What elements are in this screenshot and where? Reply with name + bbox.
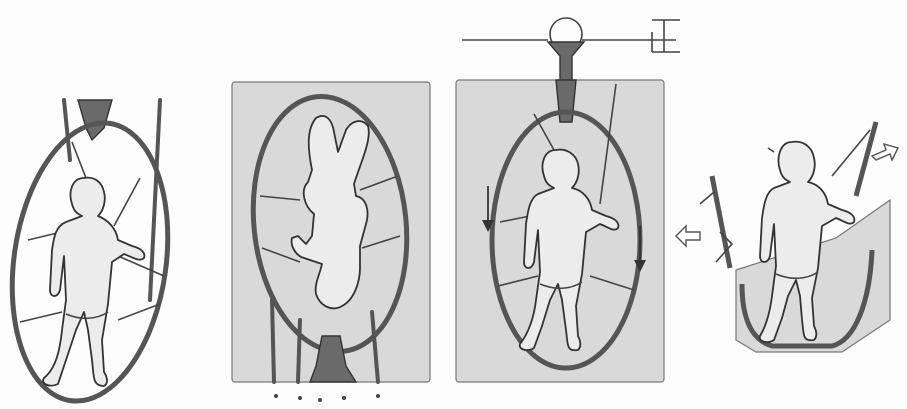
drip-mark bbox=[318, 398, 322, 402]
outward-arrow-icon bbox=[676, 226, 700, 246]
sprue-channel bbox=[556, 80, 576, 122]
frame-strut bbox=[72, 142, 86, 178]
panel-1-cage-with-funnel bbox=[0, 100, 185, 409]
child-figure bbox=[43, 178, 144, 386]
frame-fragment-left bbox=[712, 176, 730, 268]
drip-mark bbox=[342, 396, 346, 400]
drip-mark bbox=[298, 396, 302, 400]
funnel-icon bbox=[78, 100, 112, 140]
rod-down-left bbox=[272, 300, 274, 382]
spindle-fork bbox=[652, 20, 680, 52]
frame-strut bbox=[114, 178, 140, 226]
rod-down-mid bbox=[298, 320, 300, 382]
drip-mark bbox=[274, 394, 278, 398]
panel-4-breaking-open bbox=[676, 122, 898, 352]
fragment-mark bbox=[768, 148, 774, 152]
frame-strut bbox=[20, 312, 62, 322]
frame-fragment-right bbox=[856, 122, 876, 196]
left-rod bbox=[64, 100, 70, 160]
outward-arrow-icon bbox=[872, 144, 898, 160]
panel-3-mold-with-spindle bbox=[456, 18, 680, 382]
drip-mark bbox=[376, 394, 380, 398]
panel-2-inverted-mold bbox=[232, 82, 430, 402]
